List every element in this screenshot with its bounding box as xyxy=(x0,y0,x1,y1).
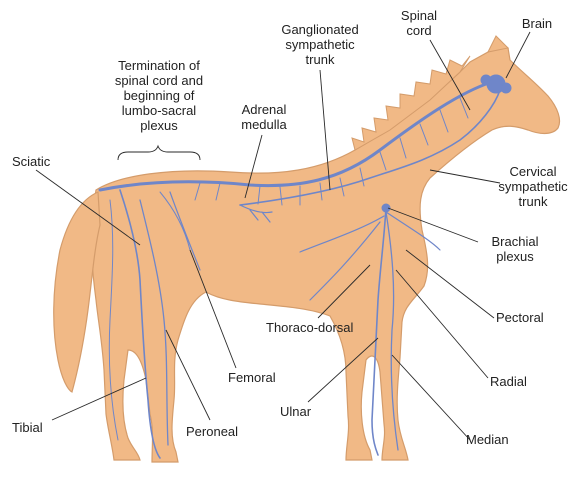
label-peroneal: Peroneal xyxy=(186,424,238,439)
label-femoral: Femoral xyxy=(228,370,276,385)
label-ganglionated-trunk: Ganglionated sympathetic trunk xyxy=(266,22,374,67)
label-termination: Termination of spinal cord and beginning… xyxy=(100,58,218,133)
horse-tail xyxy=(54,192,100,392)
label-radial: Radial xyxy=(490,374,527,389)
label-sciatic: Sciatic xyxy=(12,154,50,169)
label-median: Median xyxy=(466,432,509,447)
label-spinal-cord: Spinal cord xyxy=(396,8,442,38)
label-brain: Brain xyxy=(514,16,560,31)
label-ulnar: Ulnar xyxy=(280,404,311,419)
label-pectoral: Pectoral xyxy=(496,310,544,325)
label-adrenal-medulla: Adrenal medulla xyxy=(232,102,296,132)
label-brachial-plexus: Brachial plexus xyxy=(478,234,552,264)
label-cervical-trunk: Cervical sympathetic trunk xyxy=(494,164,572,209)
label-thoraco-dorsal: Thoraco-dorsal xyxy=(266,320,353,335)
label-tibial: Tibial xyxy=(12,420,43,435)
